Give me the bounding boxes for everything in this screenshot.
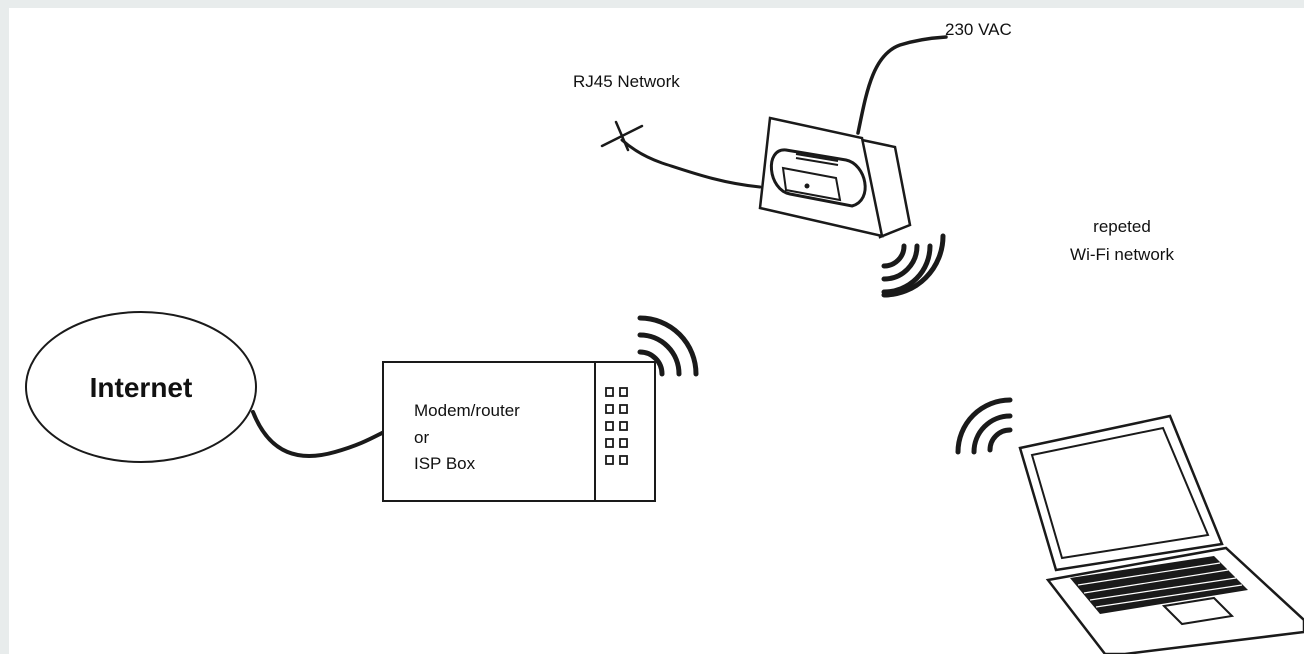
laptop-screen bbox=[1030, 426, 1210, 560]
wifi-waves-icon bbox=[637, 315, 699, 377]
repeater-device-icon bbox=[600, 35, 948, 239]
internet-ellipse bbox=[25, 311, 257, 463]
internet-modem-cable bbox=[251, 410, 386, 459]
wifi-waves-icon bbox=[881, 233, 946, 298]
internet-node: Internet bbox=[25, 311, 257, 463]
wifi-waves-icon bbox=[955, 397, 1013, 455]
repeater-led bbox=[804, 183, 810, 189]
modem-label-line-3: ISP Box bbox=[414, 454, 476, 473]
modem-outline bbox=[382, 361, 656, 502]
wifi-label-line-1: repeted bbox=[1093, 217, 1151, 236]
laptop-icon bbox=[1018, 414, 1304, 654]
power-cable bbox=[856, 35, 948, 135]
wifi-label-line-2: Wi-Fi network bbox=[1070, 245, 1174, 264]
laptop-keyboard bbox=[1070, 556, 1248, 614]
left-border bbox=[0, 0, 9, 654]
network-label: RJ45 Network bbox=[573, 72, 680, 91]
modem-label-line-1: Modem/router bbox=[414, 401, 520, 420]
power-label: 230 VAC bbox=[945, 20, 1012, 39]
modem-router-box: Modem/router or ISP Box bbox=[382, 361, 656, 502]
led-grid-icon bbox=[605, 387, 628, 465]
top-border bbox=[0, 0, 1304, 8]
cable-cut-icon bbox=[600, 120, 644, 152]
keyboard-key-lines bbox=[1077, 562, 1243, 608]
laptop-touchpad bbox=[1161, 596, 1235, 626]
modem-label-line-2: or bbox=[414, 428, 429, 447]
internet-label: Internet bbox=[90, 372, 193, 403]
repeater-screen bbox=[781, 166, 842, 202]
network-cable bbox=[620, 138, 762, 189]
